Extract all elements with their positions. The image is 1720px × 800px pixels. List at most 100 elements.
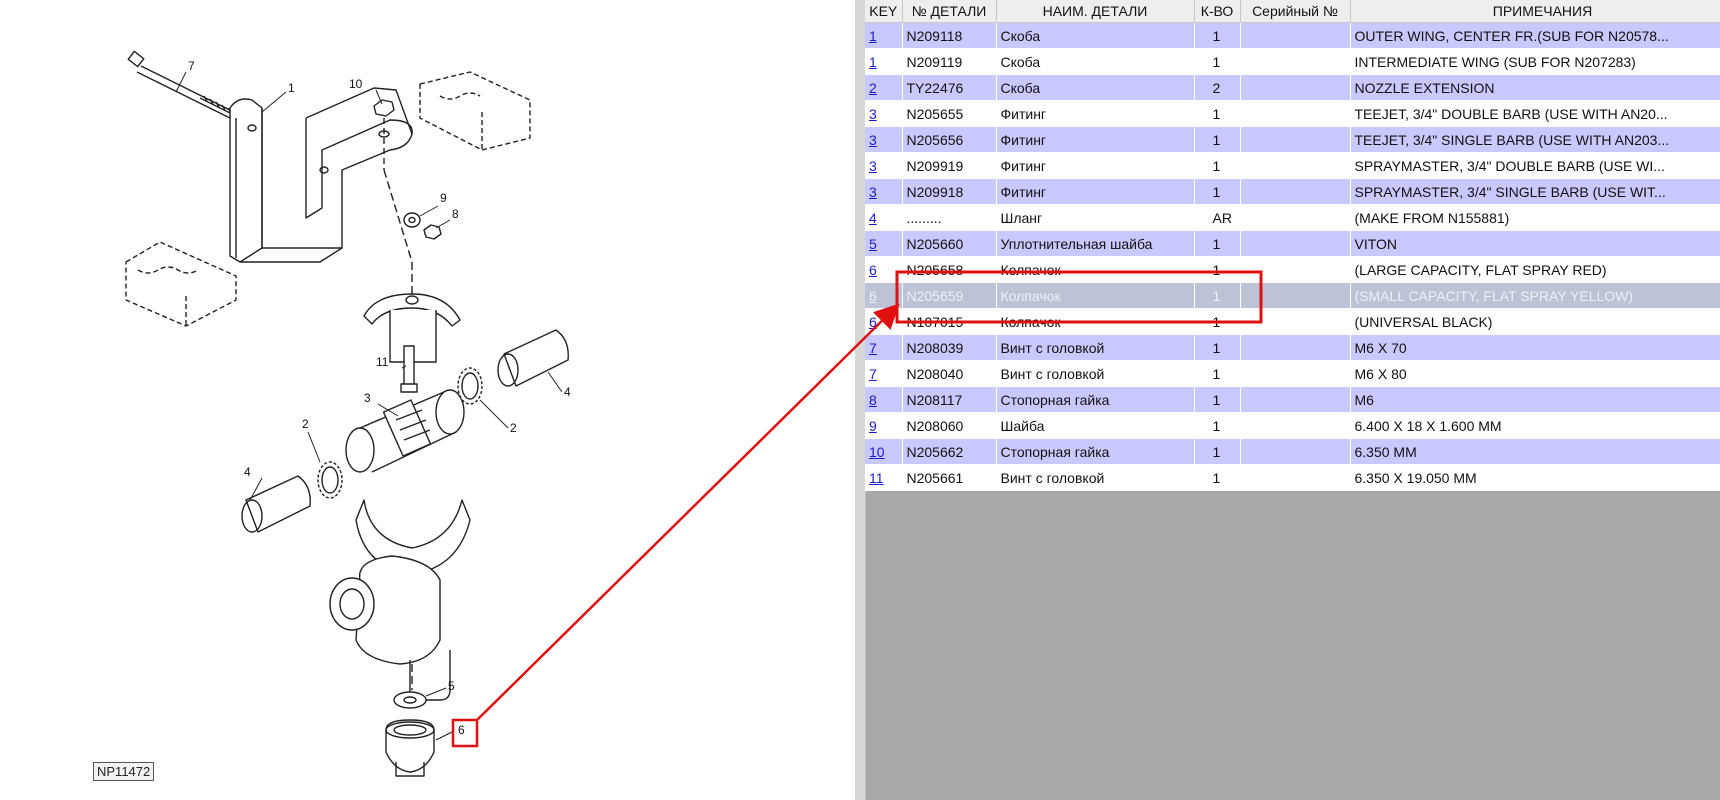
header-key[interactable]: KEY xyxy=(865,0,903,23)
key-link[interactable]: 3 xyxy=(869,157,877,174)
callout-4-right[interactable]: 4 xyxy=(564,385,571,399)
row-key[interactable]: 3 xyxy=(865,152,903,179)
row-quantity: AR xyxy=(1194,204,1241,231)
row-key[interactable]: 8 xyxy=(865,386,903,413)
callout-9[interactable]: 9 xyxy=(440,191,447,205)
callout-2-left[interactable]: 2 xyxy=(302,417,309,431)
callout-6[interactable]: 6 xyxy=(458,723,465,737)
callout-4-left[interactable]: 4 xyxy=(244,465,251,479)
key-link[interactable]: 6 xyxy=(869,313,877,330)
callout-3[interactable]: 3 xyxy=(364,391,371,405)
row-quantity: 2 xyxy=(1194,74,1241,101)
header-part-name[interactable]: НАИМ. ДЕТАЛИ xyxy=(996,0,1195,23)
nut-8[interactable] xyxy=(423,224,442,240)
callout-8[interactable]: 8 xyxy=(452,207,459,221)
hose-clamp-2-left[interactable] xyxy=(317,461,343,499)
row-notes: M6 xyxy=(1350,386,1720,413)
callout-2-right[interactable]: 2 xyxy=(510,421,517,435)
row-notes: (UNIVERSAL BLACK) xyxy=(1350,308,1720,335)
cap-6[interactable] xyxy=(385,719,435,777)
row-serial-number xyxy=(1240,100,1351,127)
row-quantity: 1 xyxy=(1194,308,1241,335)
row-part-name: Фитинг xyxy=(996,178,1195,205)
row-serial-number xyxy=(1240,230,1351,257)
row-key[interactable]: 7 xyxy=(865,360,903,387)
row-key[interactable]: 3 xyxy=(865,178,903,205)
row-key[interactable]: 2 xyxy=(865,74,903,101)
hose-clamp-2-right[interactable] xyxy=(457,367,483,405)
nut-10[interactable] xyxy=(373,99,395,170)
key-link[interactable]: 9 xyxy=(869,417,877,434)
row-part-number: N208040 xyxy=(902,360,997,387)
key-link[interactable]: 11 xyxy=(869,469,884,486)
hose-4-left[interactable] xyxy=(241,475,311,533)
row-key[interactable]: 6 xyxy=(865,282,903,309)
row-key[interactable]: 10 xyxy=(865,438,903,465)
key-link[interactable]: 3 xyxy=(869,105,877,122)
row-key[interactable]: 5 xyxy=(865,230,903,257)
row-serial-number xyxy=(1240,178,1351,205)
row-key[interactable]: 6 xyxy=(865,308,903,335)
row-serial-number xyxy=(1240,282,1351,309)
row-key[interactable]: 3 xyxy=(865,126,903,153)
row-key[interactable]: 1 xyxy=(865,22,903,49)
key-link[interactable]: 7 xyxy=(869,339,877,356)
nozzle-body[interactable] xyxy=(329,555,451,701)
key-link[interactable]: 6 xyxy=(869,287,877,304)
row-serial-number xyxy=(1240,126,1351,153)
header-part-number[interactable]: № ДЕТАЛИ xyxy=(902,0,997,23)
bracket-1[interactable] xyxy=(229,87,413,263)
row-key[interactable]: 1 xyxy=(865,48,903,75)
header-notes[interactable]: ПРИМЕЧАНИЯ xyxy=(1350,0,1720,23)
key-link[interactable]: 2 xyxy=(869,79,877,96)
key-link[interactable]: 1 xyxy=(869,27,877,44)
key-link[interactable]: 8 xyxy=(869,391,877,408)
callout-7[interactable]: 7 xyxy=(188,59,195,73)
row-part-name: Винт с головкой xyxy=(996,334,1195,361)
key-link[interactable]: 3 xyxy=(869,183,877,200)
header-serial-number[interactable]: Серийный № xyxy=(1240,0,1351,23)
row-quantity: 1 xyxy=(1194,126,1241,153)
row-key[interactable]: 9 xyxy=(865,412,903,439)
callout-5[interactable]: 5 xyxy=(448,679,455,693)
key-link[interactable]: 3 xyxy=(869,131,877,148)
hose-4-right[interactable] xyxy=(497,329,569,387)
row-key[interactable]: 11 xyxy=(865,464,903,491)
key-link[interactable]: 6 xyxy=(869,261,877,278)
bolt-7[interactable] xyxy=(127,50,239,121)
key-link[interactable]: 5 xyxy=(869,235,877,252)
key-link[interactable]: 7 xyxy=(869,365,877,382)
callout-11[interactable]: 11 xyxy=(376,355,389,369)
seal-washer-5[interactable] xyxy=(393,691,427,709)
row-key[interactable]: 7 xyxy=(865,334,903,361)
row-key[interactable]: 6 xyxy=(865,256,903,283)
callout-1[interactable]: 1 xyxy=(288,81,295,95)
key-link[interactable]: 1 xyxy=(869,53,877,70)
row-key[interactable]: 3 xyxy=(865,100,903,127)
washer-9[interactable] xyxy=(403,212,421,228)
header-quantity[interactable]: К-ВО xyxy=(1194,0,1241,23)
key-link[interactable]: 10 xyxy=(869,443,885,460)
callout-10[interactable]: 10 xyxy=(349,77,363,91)
screw-11[interactable] xyxy=(400,345,418,393)
key-link[interactable]: 4 xyxy=(869,209,877,226)
row-key[interactable]: 4 xyxy=(865,204,903,231)
